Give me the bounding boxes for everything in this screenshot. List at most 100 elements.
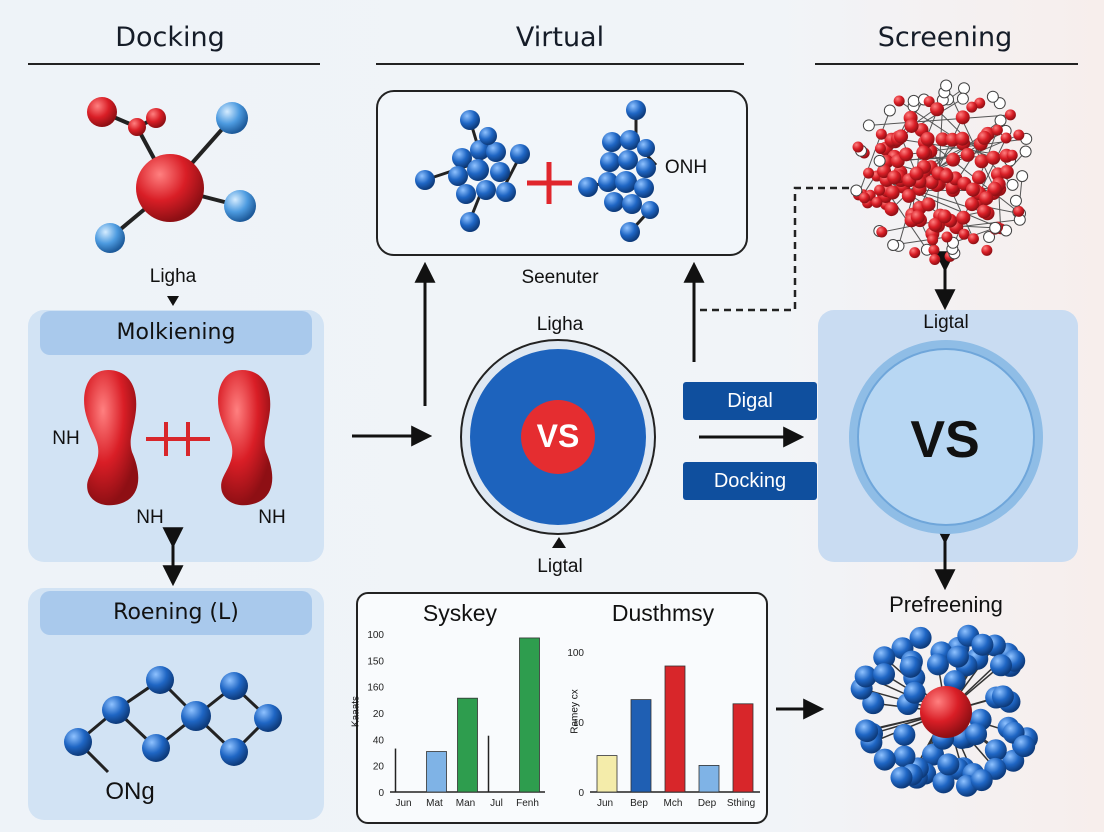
cluster-core bbox=[920, 686, 972, 738]
prefreening-label: Prefreening bbox=[889, 592, 1003, 617]
cluster-atom bbox=[937, 753, 960, 776]
dashed-connector bbox=[700, 186, 850, 312]
screener-label: Seenuter bbox=[521, 267, 599, 288]
cluster-atom bbox=[893, 723, 916, 746]
center-vs-badge bbox=[460, 339, 656, 535]
cluster-atom bbox=[957, 82, 970, 95]
cluster-atom bbox=[862, 119, 875, 132]
cluster-atom bbox=[875, 128, 887, 140]
cluster-atom bbox=[927, 234, 939, 246]
cluster-atom bbox=[909, 626, 932, 649]
nh-label-left: NH bbox=[52, 428, 80, 449]
header-docking: Docking bbox=[115, 22, 225, 53]
cluster-atom bbox=[941, 231, 953, 243]
cluster-atom bbox=[1013, 205, 1025, 217]
cluster-atom bbox=[930, 102, 945, 117]
cluster-atom bbox=[986, 90, 999, 103]
complex-box bbox=[376, 90, 748, 256]
cluster-atom bbox=[1009, 194, 1022, 207]
y-tick-label: 10 bbox=[573, 718, 585, 729]
cluster-atom bbox=[1013, 735, 1036, 758]
cluster-atom bbox=[966, 101, 978, 113]
chart-syskey-title: Syskey bbox=[422, 600, 498, 626]
bar-man bbox=[457, 697, 478, 793]
cluster-atom bbox=[967, 233, 979, 245]
cluster-atom bbox=[916, 145, 931, 160]
cluster-atom bbox=[932, 771, 955, 794]
x-tick-label: Jun bbox=[395, 798, 411, 809]
cluster-atom bbox=[928, 244, 940, 256]
cluster-atom bbox=[937, 209, 952, 224]
cluster-atom bbox=[983, 231, 996, 244]
cluster-atom bbox=[1013, 129, 1025, 141]
cluster-atom bbox=[909, 166, 924, 181]
cluster-atom bbox=[885, 185, 900, 200]
cluster-atom bbox=[946, 645, 969, 668]
cluster-atom bbox=[991, 124, 1003, 136]
docking-tag: Docking bbox=[683, 462, 817, 500]
cluster-atom bbox=[974, 154, 989, 169]
nh-label-mid: NH bbox=[136, 507, 164, 528]
cluster-atom bbox=[850, 184, 863, 197]
cluster-atom bbox=[904, 118, 919, 133]
right-vs-badge bbox=[849, 340, 1043, 534]
cluster-atom bbox=[893, 745, 916, 768]
cluster-atom bbox=[989, 654, 1012, 677]
x-tick-label: Jul bbox=[490, 798, 503, 809]
cluster-atom bbox=[921, 197, 936, 212]
cluster-atom bbox=[884, 202, 899, 217]
bar-dep bbox=[698, 765, 720, 793]
cluster-atom bbox=[994, 114, 1007, 127]
cluster-atom bbox=[955, 131, 970, 146]
cluster-atom bbox=[981, 244, 993, 256]
cluster-atom bbox=[910, 210, 925, 225]
x-tick-label: Dep bbox=[698, 798, 717, 809]
x-tick-label: Mch bbox=[664, 798, 683, 809]
ligha-label-center: Ligha bbox=[536, 314, 584, 335]
cluster-atom bbox=[964, 197, 979, 212]
molkiening-title: Molkiening bbox=[40, 311, 312, 355]
y-tick-label: 100 bbox=[367, 630, 384, 641]
complex-right-cluster bbox=[578, 100, 659, 242]
roening-title: Roening (L) bbox=[40, 591, 312, 635]
cluster-atom bbox=[926, 653, 949, 676]
y-tick-label: 20 bbox=[373, 709, 385, 720]
cluster-atom bbox=[901, 188, 916, 203]
cluster-atom bbox=[965, 723, 988, 746]
chart-dusthmsy-title: Dusthmsy bbox=[611, 600, 715, 626]
cluster-atom bbox=[854, 665, 877, 688]
cluster-atom bbox=[999, 165, 1014, 180]
complex-plus-sign bbox=[527, 162, 572, 204]
cluster-atom bbox=[956, 210, 971, 225]
ligtal-label-right: Ligtal bbox=[923, 312, 969, 333]
header-virtual-rule bbox=[376, 63, 744, 65]
cluster-atom bbox=[899, 655, 922, 678]
cluster-atom bbox=[986, 150, 1001, 165]
cluster-atom bbox=[874, 142, 886, 154]
cluster-atom bbox=[856, 720, 879, 743]
cluster-atom bbox=[863, 167, 875, 179]
cluster-atom bbox=[874, 184, 886, 196]
cluster-atom bbox=[858, 192, 870, 204]
y-tick-label: 150 bbox=[367, 656, 384, 667]
cluster-atom bbox=[873, 646, 896, 669]
x-tick-label: Jun bbox=[597, 798, 613, 809]
cluster-atom bbox=[852, 141, 864, 153]
x-tick-label: Fenh bbox=[516, 798, 539, 809]
bar-mch bbox=[664, 665, 686, 793]
y-tick-label: 100 bbox=[567, 648, 584, 659]
digal-tag: Digal bbox=[683, 382, 817, 420]
y-tick-label: 0 bbox=[578, 788, 584, 799]
cluster-atom bbox=[873, 748, 896, 771]
cluster-atom bbox=[907, 94, 920, 107]
cluster-atom bbox=[909, 247, 921, 259]
bar-jun bbox=[596, 755, 618, 793]
x-tick-label: Sthing bbox=[727, 798, 755, 809]
cluster-atom bbox=[887, 239, 900, 252]
cluster-atom bbox=[970, 769, 993, 792]
cluster-atom bbox=[876, 226, 888, 238]
ligtal-label-center: Ligtal bbox=[537, 556, 583, 577]
